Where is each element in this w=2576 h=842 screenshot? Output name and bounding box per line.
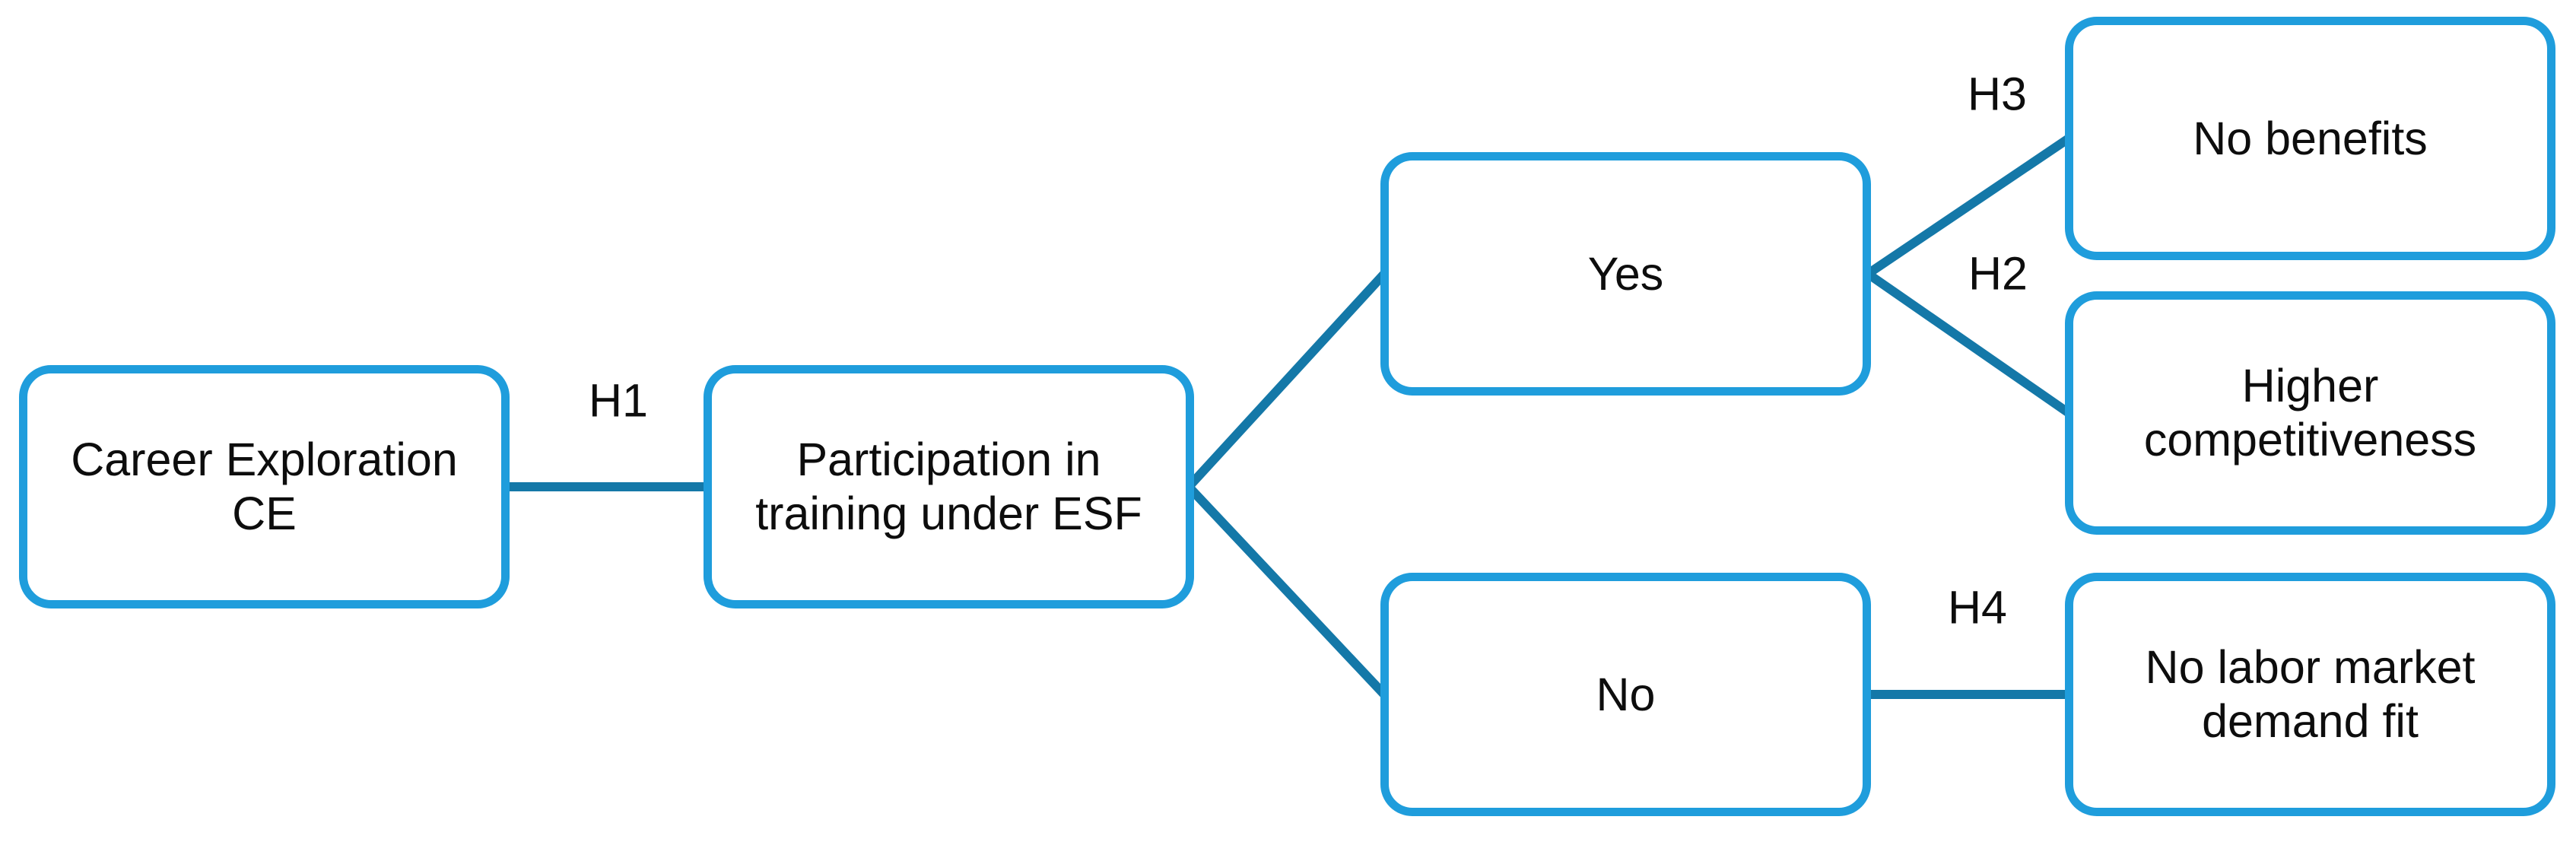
edge-label-h2: H2 bbox=[1968, 247, 2028, 300]
node-higher-competitiveness-label: Higher competitiveness bbox=[2143, 360, 2477, 465]
node-no-label: No bbox=[1596, 668, 1656, 720]
edge-label-h3: H3 bbox=[1968, 68, 2027, 120]
node-higher-competitiveness: Higher competitiveness bbox=[2065, 291, 2555, 535]
node-no-benefits: No benefits bbox=[2065, 17, 2555, 260]
node-no-benefits-label: No benefits bbox=[2193, 112, 2428, 164]
connector-participation-to-yes bbox=[1185, 270, 1388, 491]
connector-yes-to-no-benefits bbox=[1865, 135, 2072, 278]
node-career-exploration: Career Exploration CE bbox=[19, 365, 510, 608]
connector-yes-to-higher-comp bbox=[1865, 270, 2072, 417]
connector-participation-to-no bbox=[1185, 483, 1388, 698]
edge-label-h4: H4 bbox=[1948, 581, 2007, 634]
node-no: No bbox=[1380, 573, 1871, 816]
node-yes: Yes bbox=[1380, 152, 1871, 396]
node-no-labor-market: No labor market demand fit bbox=[2065, 573, 2555, 816]
node-participation-esf: Participation in training under ESF bbox=[704, 365, 1194, 608]
edge-label-h1: H1 bbox=[589, 374, 648, 427]
node-career-exploration-label: Career Exploration CE bbox=[71, 434, 458, 539]
node-participation-esf-label: Participation in training under ESF bbox=[755, 434, 1142, 539]
node-yes-label: Yes bbox=[1587, 247, 1664, 300]
node-no-labor-market-label: No labor market demand fit bbox=[2145, 641, 2476, 747]
